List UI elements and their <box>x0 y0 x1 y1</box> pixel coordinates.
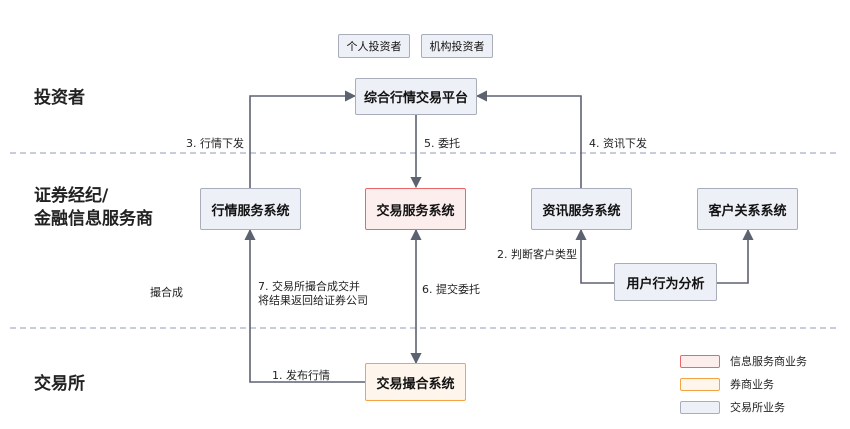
edge-label-6: 6. 提交委托 <box>422 283 480 296</box>
edge-label-7-line1: 7. 交易所撮合成交并 <box>258 280 360 293</box>
legend-label-info-provider: 信息服务商业务 <box>730 355 807 368</box>
node-info-service: 资讯服务系统 <box>531 188 632 230</box>
edge-info-distribute <box>475 90 582 188</box>
lane-label-broker-line1: 证券经纪/ <box>34 186 109 206</box>
edge-classify-customer <box>575 228 614 284</box>
legend-label-exchange: 交易所业务 <box>730 401 785 414</box>
lane-label-exchange: 交易所 <box>34 374 85 394</box>
legend-swatch-info-provider <box>680 355 720 368</box>
lane-label-broker-line2: 金融信息服务商 <box>34 209 153 229</box>
node-behavior-analysis: 用户行为分析 <box>614 263 717 301</box>
edge-label-5: 5. 委托 <box>424 137 460 150</box>
legend-label-broker: 券商业务 <box>730 378 774 391</box>
node-crm: 客户关系系统 <box>697 188 798 230</box>
edge-market-distribute <box>249 90 357 188</box>
tag-institution-investor: 机构投资者 <box>421 34 493 58</box>
edge-label-4: 4. 资讯下发 <box>589 137 647 150</box>
edge-label-2: 2. 判断客户类型 <box>497 248 577 261</box>
edge-label-7-line2: 将结果返回给证券公司 <box>258 294 368 307</box>
edge-label-3: 3. 行情下发 <box>186 137 244 150</box>
node-market-service: 行情服务系统 <box>200 188 301 230</box>
lane-label-investor: 投资者 <box>34 88 85 108</box>
node-matching: 交易撮合系统 <box>365 363 466 401</box>
node-platform: 综合行情交易平台 <box>355 78 477 115</box>
tag-individual-investor: 个人投资者 <box>338 34 410 58</box>
node-trade-service: 交易服务系统 <box>365 188 466 230</box>
edge-behavior-crm <box>717 228 754 284</box>
edge-publish-market <box>244 228 365 383</box>
legend-swatch-exchange <box>680 401 720 414</box>
legend-swatch-broker <box>680 378 720 391</box>
edge-label-1: 1. 发布行情 <box>272 369 330 382</box>
edge-label-matched: 撮合成 <box>150 286 183 299</box>
